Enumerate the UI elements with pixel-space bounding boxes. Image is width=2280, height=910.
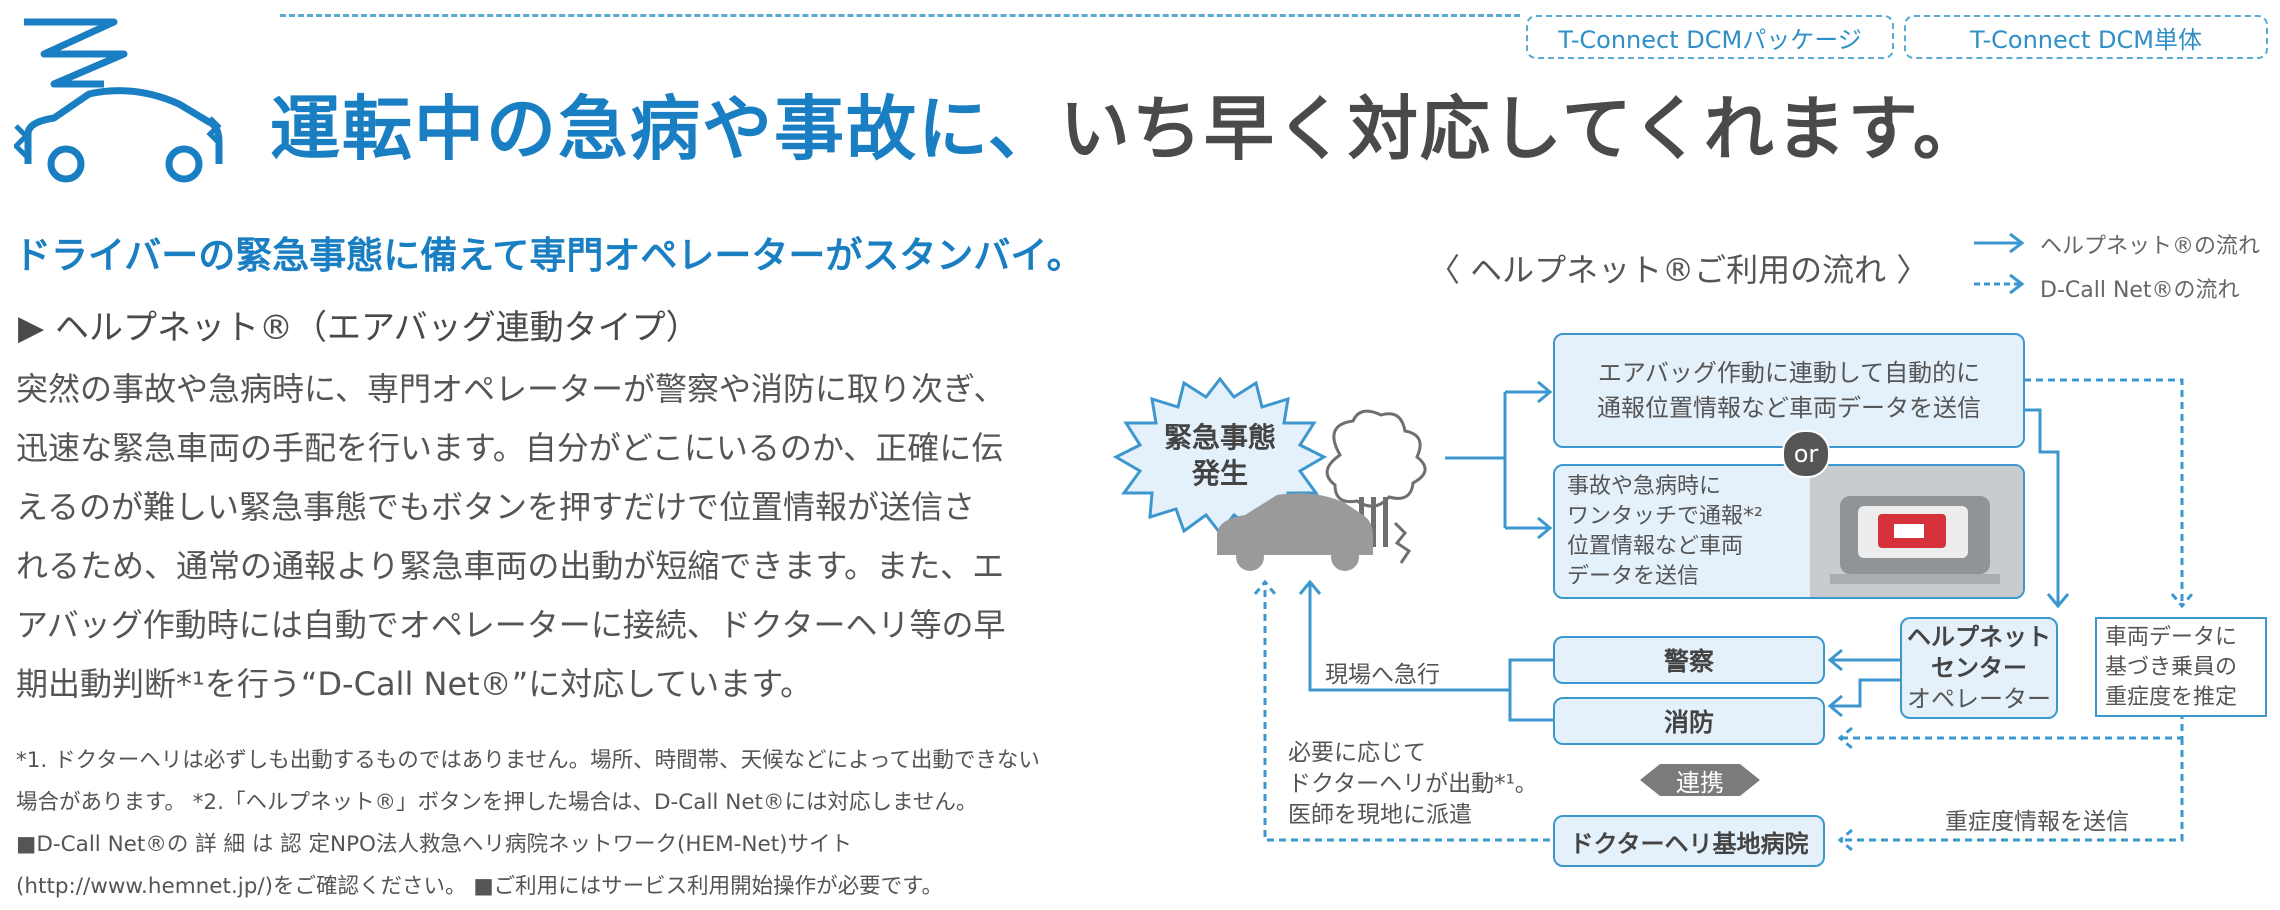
vehicle-data-box: 車両データに 基づき乗員の 重症度を推定 [2095,617,2267,717]
subheadline: ドライバーの緊急事態に備えて専門オペレーターがスタンバイ。 [14,234,1084,277]
legend-helpnet: ヘルプネット®の流れ [2040,234,2261,259]
rush-label: 現場へ急行 [1325,662,1440,688]
helpnet-button-icon [1810,466,2023,597]
manual-line: 位置情報など車両 [1567,534,1744,559]
vehicle-data-line: 車両データに [2105,625,2238,650]
emergency-line: 緊急事態 [1163,421,1276,454]
manual-line: 事故や急病時に [1567,474,1722,499]
car-alert-icon [14,18,223,183]
top-dashed-divider [280,14,1520,17]
emergency-line: 発生 [1191,457,1248,490]
center-line: ヘルプネット [1907,622,2051,651]
body-line: 迅速な緊急車両の手配を行います。自分がどこにいるのか、正確に伝 [16,429,1004,467]
section-title: ▶ ヘルプネット®（エアバッグ連動タイプ） [18,308,700,348]
legend-dcallnet: D-Call Net®の流れ [2040,278,2240,303]
heli-line: 必要に応じて [1288,740,1426,766]
center-line: センター [1931,653,2027,682]
airbag-auto-report-box: エアバッグ作動に連動して自動的に 通報位置情報など車両データを送信 [1553,333,2025,448]
doctor-heli-hospital-box: ドクターヘリ基地病院 [1553,815,1825,867]
or-badge: or [1782,430,1830,478]
body-line: 突然の事故や急病時に、専門オペレーターが警察や消防に取り次ぎ、 [16,370,1006,408]
badge-dcm-single: T-Connect DCM単体 [1904,15,2268,59]
heli-dispatch-label: 必要に応じて ドクターヘリが出動*¹。 医師を現地に派遣 [1288,738,1538,831]
police-box: 警察 [1553,636,1825,684]
flow-title: 〈 ヘルプネット®ご利用の流れ 〉 [1428,251,1929,289]
vehicle-data-line: 重症度を推定 [2105,685,2238,710]
footnotes: *1. ドクターヘリは必ずしも出動するものではありません。場所、時間帯、天候など… [16,740,1086,908]
page-headline: 運転中の急病や事故に、いち早く対応してくれます。 [270,74,1985,184]
vehicle-data-line: 基づき乗員の [2105,655,2238,680]
heli-line: ドクターヘリが出動*¹。 [1288,771,1538,797]
footnote-line: *1. ドクターヘリは必ずしも出動するものではありません。場所、時間帯、天候など… [16,748,1040,773]
body-line: 期出動判断*¹を行う“D-Call Net®”に対応しています。 [16,665,813,703]
severity-label: 重症度情報を送信 [1945,809,2129,835]
headline-gray-part: いち早く対応してくれます。 [1059,88,1985,170]
footnote-line: ■D-Call Net®の 詳 細 は 認 定NPO法人救急ヘリ病院ネットワーク… [16,832,853,857]
heli-line: 医師を現地に派遣 [1288,802,1472,828]
manual-report-box: 事故や急病時に ワンタッチで通報*² 位置情報など車両 データを送信 [1553,464,2025,599]
cooperation-label: 連携 [1676,768,1724,797]
fire-box: 消防 [1553,697,1825,745]
legend-arrows [1974,232,2025,295]
headline-blue-part: 運転中の急病や事故に、 [270,88,1060,170]
airbag-line: 通報位置情報など車両データを送信 [1597,393,1981,422]
manual-report-text: 事故や急病時に ワンタッチで通報*² 位置情報など車両 データを送信 [1567,472,1763,592]
footnote-line: (http://www.hemnet.jp/)をご確認ください。 ■ご利用にはサ… [16,874,944,899]
manual-line: ワンタッチで通報*² [1567,504,1763,529]
manual-line: データを送信 [1567,564,1700,589]
footnote-line: 場合があります。 *2.「ヘルプネット®」ボタンを押した場合は、D-Call N… [16,790,978,815]
crashed-car-icon [1217,409,1427,571]
center-line: オペレーター [1907,684,2051,713]
airbag-line: エアバッグ作動に連動して自動的に [1597,358,1981,387]
body-line: アバッグ作動時には自動でオペレーターに接続、ドクターヘリ等の早 [16,606,1006,644]
emergency-label: 緊急事態 発生 [1110,420,1330,492]
badge-dcm-package: T-Connect DCMパッケージ [1526,15,1894,59]
helpnet-center-box: ヘルプネット センター オペレーター [1900,617,2058,719]
body-line: えるのが難しい緊急事態でもボタンを押すだけで位置情報が送信さ [16,488,976,526]
body-line: れるため、通常の通報より緊急車両の出動が短縮できます。また、エ [16,547,1005,585]
body-paragraph: 突然の事故や急病時に、専門オペレーターが警察や消防に取り次ぎ、 迅速な緊急車両の… [16,360,1076,714]
